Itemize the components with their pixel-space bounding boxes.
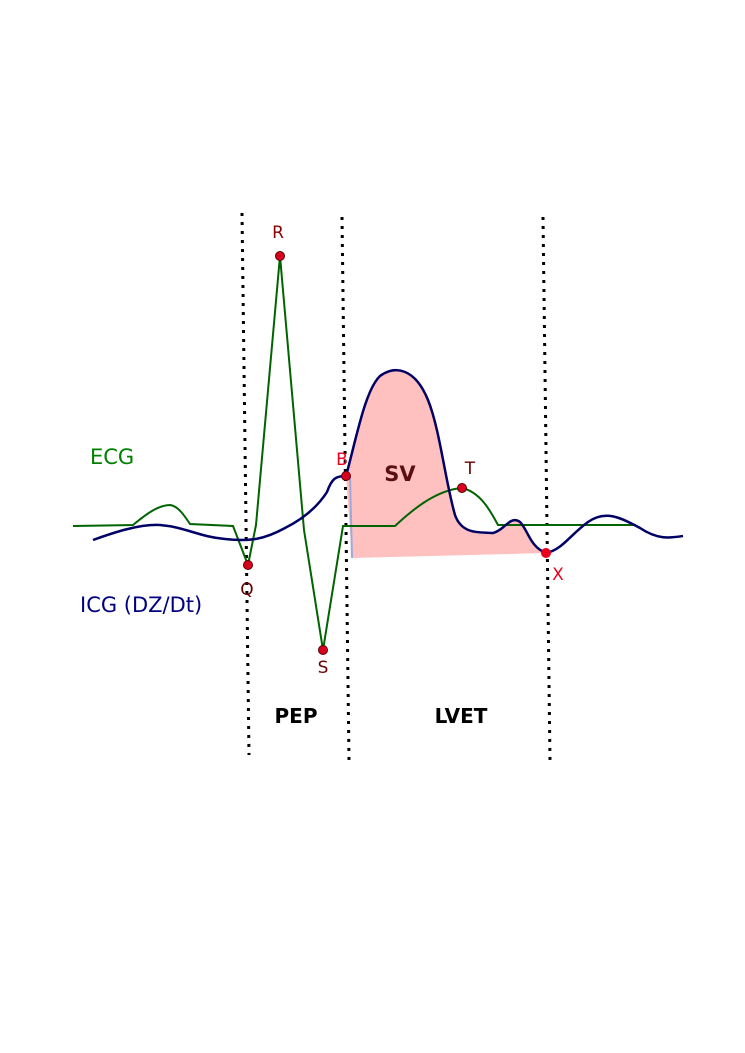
- sv-left-edge: [349, 475, 353, 559]
- q-point-marker: [243, 560, 253, 570]
- icg-legend-label: ICG (DZ/Dt): [80, 593, 202, 617]
- ecg-waveform: [72, 255, 636, 651]
- x-dotted-line: [541, 216, 552, 761]
- t-point-label: T: [464, 459, 476, 479]
- s-point-marker: [318, 645, 328, 655]
- b-point-label: B: [336, 450, 348, 470]
- pep-region-label: PEP: [275, 704, 318, 728]
- sv-shaded-area: [346, 370, 546, 558]
- q-dotted-line: [240, 212, 251, 756]
- x-point-label: X: [552, 565, 564, 585]
- b-point-marker: [341, 471, 351, 481]
- r-point-marker: [275, 251, 285, 261]
- s-point-label: S: [318, 658, 329, 678]
- t-point-marker: [457, 483, 467, 493]
- icg-waveform: [92, 368, 684, 555]
- r-point-label: R: [272, 223, 284, 243]
- q-point-label: Q: [240, 580, 253, 600]
- x-point-marker: [541, 548, 551, 558]
- b-dotted-line: [340, 216, 351, 761]
- lvet-region-label: LVET: [435, 704, 488, 728]
- sv-region-label: SV: [384, 462, 416, 486]
- ecg-legend-label: ECG: [90, 445, 134, 469]
